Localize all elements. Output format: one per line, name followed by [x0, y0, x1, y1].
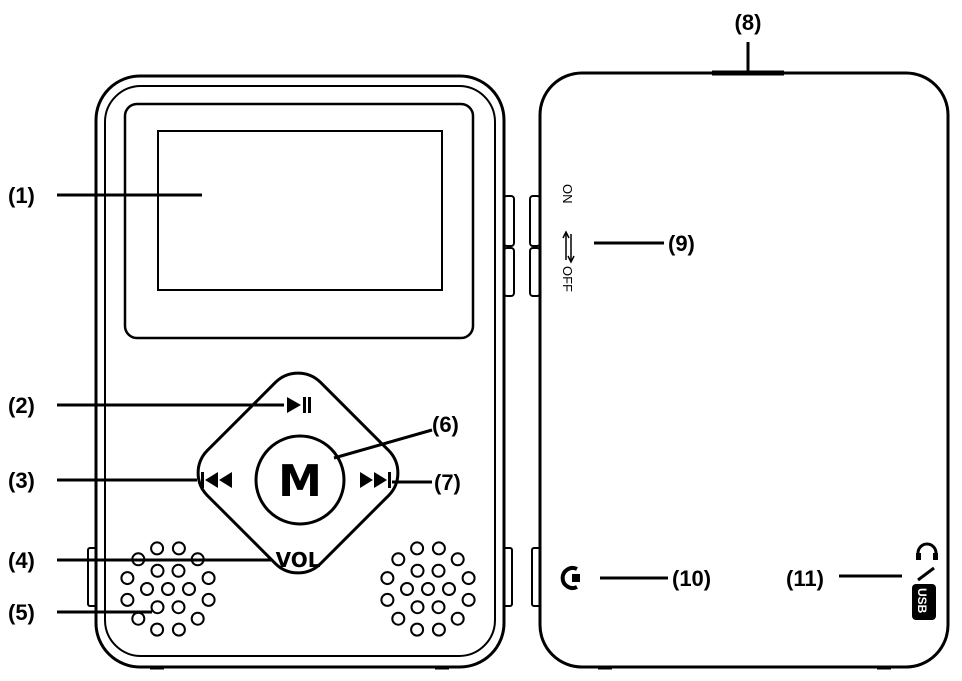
speaker-hole — [171, 600, 186, 615]
volume-button-label[interactable]: VOL — [276, 548, 321, 572]
speaker-hole — [150, 563, 165, 578]
speaker-hole — [182, 582, 196, 596]
speaker-hole — [140, 582, 154, 596]
speaker-hole — [150, 541, 165, 556]
menu-button-label: M — [278, 456, 322, 507]
callout-3: (3) — [8, 468, 35, 493]
speaker-hole — [400, 582, 414, 596]
callout-10: (10) — [672, 566, 711, 591]
headphone-jack-icon[interactable] — [560, 566, 580, 590]
speaker-hole — [450, 552, 465, 567]
switch-arrow-down-head — [567, 255, 575, 264]
back-side-slot — [531, 547, 541, 607]
speaker-hole — [380, 592, 395, 607]
front-body-outline — [94, 74, 506, 669]
speaker-hole — [120, 571, 135, 586]
speaker-hole — [431, 563, 446, 578]
menu-button[interactable] — [254, 434, 346, 526]
speaker-hole — [442, 582, 456, 596]
callout-1: (1) — [8, 183, 35, 208]
speaker-hole — [150, 600, 165, 615]
speaker-hole — [171, 563, 186, 578]
speaker-hole — [201, 592, 216, 607]
side-slot-right — [503, 547, 513, 607]
speaker-hole — [450, 611, 465, 626]
play-pause-icon[interactable] — [287, 397, 311, 413]
speaker-hole — [410, 563, 425, 578]
callout-4: (4) — [8, 548, 35, 573]
front-view — [87, 74, 515, 670]
next-track-icon[interactable] — [360, 472, 391, 488]
front-body-inner-outline — [104, 85, 496, 657]
speaker-hole — [150, 622, 165, 637]
callout-5: (5) — [8, 600, 35, 625]
speaker-hole — [431, 600, 446, 615]
switch-on-label: ON — [560, 184, 575, 204]
speaker-hole — [421, 582, 435, 596]
speaker-hole — [131, 611, 146, 626]
callout-lines — [57, 42, 902, 614]
callout-9: (9) — [668, 231, 695, 256]
speaker-grille-left — [120, 541, 216, 637]
callout-8: (8) — [735, 10, 762, 35]
back-view — [529, 70, 950, 670]
back-side-button-upper — [529, 195, 541, 247]
speaker-hole — [410, 541, 425, 556]
speaker-hole — [171, 541, 186, 556]
speaker-hole — [431, 622, 446, 637]
control-pad[interactable] — [185, 360, 411, 586]
speaker-hole — [380, 571, 395, 586]
side-button-lower — [503, 247, 515, 297]
speaker-hole — [431, 541, 446, 556]
side-button-upper — [503, 195, 515, 247]
speaker-hole — [161, 582, 175, 596]
side-slot-left — [87, 547, 97, 607]
speaker-hole — [120, 592, 135, 607]
speaker-hole — [461, 592, 476, 607]
back-side-button-lower — [529, 247, 541, 297]
screen-bezel — [123, 102, 475, 340]
callout-7: (7) — [434, 470, 461, 495]
switch-arrow-up-head — [562, 230, 570, 239]
speaker-hole — [201, 571, 216, 586]
lcd-display — [157, 130, 443, 291]
callout-6: (6) — [432, 412, 459, 437]
speaker-hole — [391, 611, 406, 626]
speaker-hole — [391, 552, 406, 567]
usb-label: USB — [915, 588, 929, 614]
callout-11: (11) — [786, 566, 824, 591]
speaker-hole — [190, 611, 205, 626]
switch-off-label: OFF — [560, 266, 575, 292]
speaker-hole — [171, 622, 186, 637]
speaker-grille-right — [380, 541, 476, 637]
callout-2: (2) — [8, 393, 35, 418]
leader-line-6 — [333, 428, 433, 460]
speaker-hole — [461, 571, 476, 586]
previous-track-icon[interactable] — [201, 472, 232, 488]
speaker-hole — [410, 600, 425, 615]
speaker-hole — [410, 622, 425, 637]
usb-port-icon[interactable]: USB — [912, 542, 938, 620]
